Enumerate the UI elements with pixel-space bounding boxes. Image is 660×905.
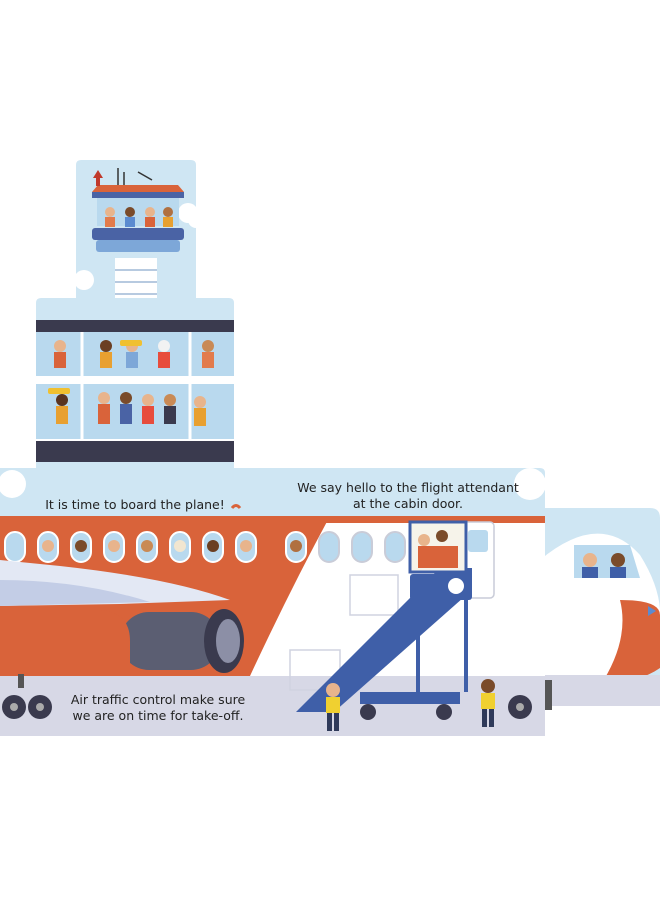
cockpit-pilots-icon [574, 545, 640, 578]
caption-board-plane-text: It is time to board the plane! [45, 497, 225, 512]
caption-atc-line-1: Air traffic control make sure [70, 692, 246, 707]
airplane-page [0, 468, 545, 736]
ground-crew-icon [326, 679, 495, 731]
caption-hello-line-1: We say hello to the flight attendant [297, 480, 519, 495]
caption-board-plane: It is time to board the plane! [40, 497, 230, 513]
window-passengers [42, 540, 302, 552]
boarding-stairs-icon [296, 520, 472, 720]
caption-hello-line-2: at the cabin door. [352, 496, 464, 511]
caption-air-traffic-control: Air traffic control make sure we are on … [58, 692, 258, 724]
jet-engine-icon [0, 609, 244, 673]
cockpit-flap[interactable] [515, 508, 660, 710]
terminal-flap[interactable] [36, 298, 234, 490]
control-tower-flap[interactable] [74, 160, 204, 318]
caption-atc-line-2: we are on time for take-off. [72, 708, 244, 723]
caption-flight-attendant: We say hello to the flight attendant at … [288, 480, 528, 512]
